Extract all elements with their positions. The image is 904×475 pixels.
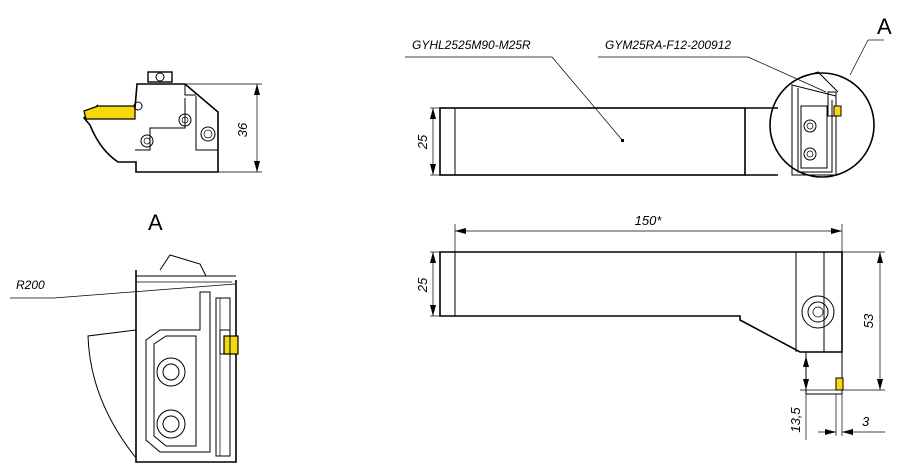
side-view bbox=[82, 71, 219, 173]
dim-3-label: 3 bbox=[862, 414, 870, 429]
dim-53-label: 53 bbox=[861, 313, 876, 328]
dim-36-label: 36 bbox=[235, 122, 250, 137]
holder-code-label: GYHL2525M90-M25R bbox=[412, 38, 531, 52]
dim-25-top-label: 25 bbox=[415, 134, 430, 150]
front-view: 150* 25 53 13,5 bbox=[415, 213, 885, 440]
detail-a-view: A R200 bbox=[10, 210, 239, 463]
dim-13-5-label: 13,5 bbox=[788, 407, 803, 433]
dim-25-bottom-label: 25 bbox=[415, 277, 430, 293]
dim-150-label: 150* bbox=[635, 213, 663, 228]
top-view: GYHL2525M90-M25R GYM25RA-F12-200912 A bbox=[405, 14, 892, 178]
detail-a-top: A bbox=[877, 14, 892, 39]
front-insert bbox=[835, 377, 844, 391]
detail-circle bbox=[769, 72, 875, 178]
radius-label: R200 bbox=[16, 278, 45, 292]
side-insert bbox=[83, 105, 136, 120]
dimension-25-top: 25 bbox=[415, 107, 440, 176]
dimension-36: 36 bbox=[185, 83, 262, 173]
detail-insert bbox=[223, 335, 239, 355]
detail-a-left: A bbox=[148, 210, 163, 235]
insert-code-label: GYM25RA-F12-200912 bbox=[605, 38, 731, 52]
top-insert bbox=[833, 105, 842, 117]
